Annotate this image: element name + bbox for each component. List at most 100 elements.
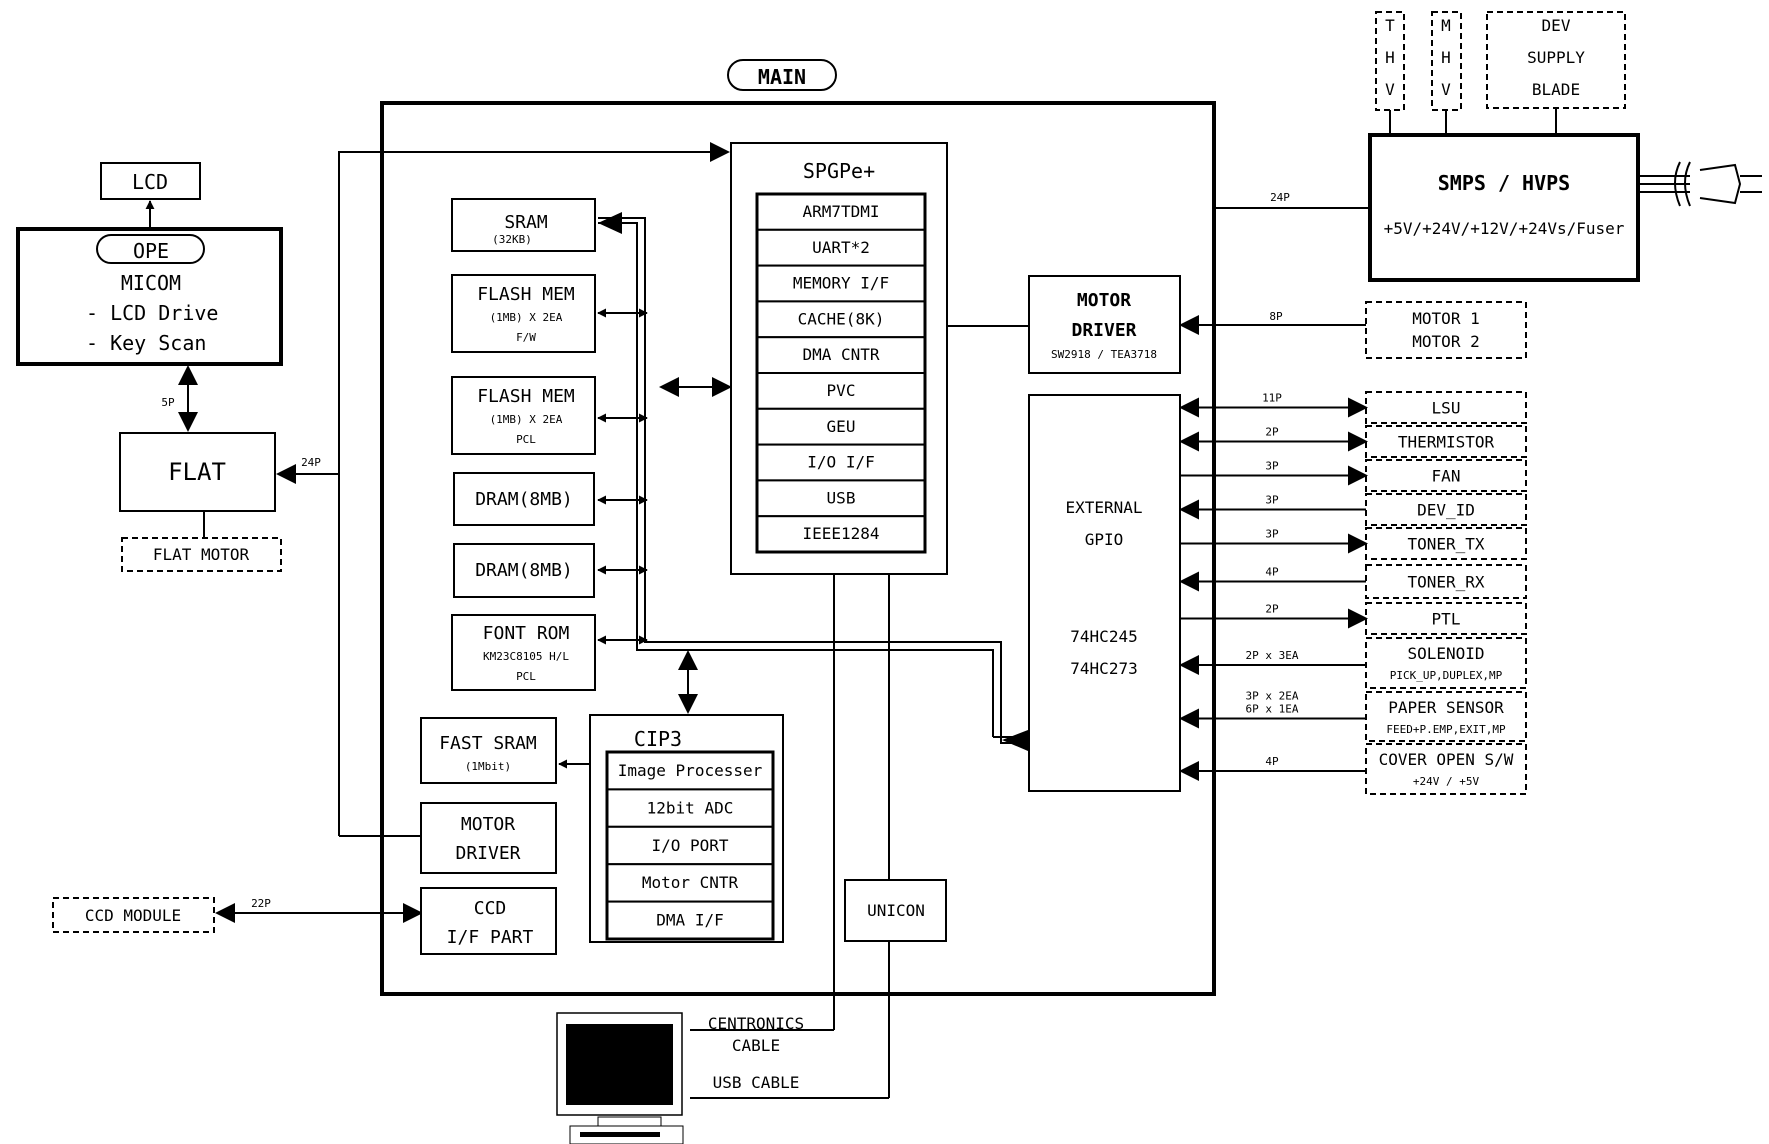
- peripheral-pin: 4P: [1265, 566, 1279, 579]
- svg-text:MOTOR 2: MOTOR 2: [1412, 332, 1479, 351]
- svg-text:DRIVER: DRIVER: [455, 843, 520, 864]
- peripheral-label: SOLENOID: [1407, 644, 1484, 663]
- motor-driver-left-box: MOTOR DRIVER: [420, 802, 557, 874]
- main-title-text: MAIN: [758, 65, 806, 89]
- spgpe-item-label: GEU: [827, 417, 856, 436]
- centronics-cable-label-1: CENTRONICS: [708, 1014, 804, 1033]
- fast-sram-box: FAST SRAM (1Mbit): [420, 717, 557, 784]
- centronics-cable-label-2: CABLE: [732, 1036, 780, 1055]
- spgpe-item-box: [756, 407, 926, 446]
- svg-text:(1MB) X 2EA: (1MB) X 2EA: [490, 311, 563, 324]
- svg-text:SW2918 / TEA3718: SW2918 / TEA3718: [1051, 348, 1157, 361]
- spgpe-item-label: IEEE1284: [802, 524, 879, 543]
- svg-text:UNICON: UNICON: [867, 901, 925, 920]
- peripheral-pin: 2P x 3EA: [1246, 649, 1299, 662]
- pin-motors: 8P: [1269, 310, 1283, 323]
- computer-icon: [556, 1012, 684, 1144]
- motor-driver-right-box: MOTOR DRIVER SW2918 / TEA3718: [1028, 275, 1181, 374]
- mhv-box: M H V: [1431, 11, 1462, 111]
- svg-text:FONT ROM: FONT ROM: [483, 623, 570, 644]
- svg-text:EXTERNAL: EXTERNAL: [1065, 498, 1142, 517]
- spgpe-item-label: I/O I/F: [807, 453, 874, 472]
- svg-text:FLASH MEM: FLASH MEM: [477, 284, 575, 305]
- svg-text:MICOM: MICOM: [121, 271, 181, 295]
- peripheral-pin: 4P: [1265, 755, 1279, 768]
- peripheral-pin: 3P x 2EA: [1246, 690, 1299, 703]
- thv-box: T H V: [1375, 11, 1405, 111]
- peripheral-pin: 2P: [1265, 603, 1279, 616]
- svg-text:V: V: [1385, 80, 1395, 99]
- peripheral-box: [1365, 743, 1527, 795]
- peripheral-box: [1365, 602, 1527, 635]
- peripheral-label: FAN: [1432, 467, 1461, 486]
- peripheral-box: [1365, 459, 1527, 492]
- svg-text:FLASH MEM: FLASH MEM: [477, 386, 575, 407]
- font-rom-box: FONT ROM KM23C8105 H/L PCL: [451, 614, 596, 691]
- peripheral-sublabel: FEED+P.EMP,EXIT,MP: [1386, 723, 1506, 736]
- spgpe-item-label: DMA CNTR: [802, 345, 879, 364]
- svg-text:- LCD Drive: - LCD Drive: [86, 301, 218, 325]
- ccd-if-box: CCD I/F PART: [420, 887, 557, 955]
- svg-text:GPIO: GPIO: [1085, 530, 1124, 549]
- peripheral-box: [1365, 493, 1527, 526]
- peripheral-box: [1365, 527, 1527, 560]
- peripheral-pin: 2P: [1265, 426, 1279, 439]
- svg-text:FLAT MOTOR: FLAT MOTOR: [153, 545, 250, 564]
- svg-text:DRAM(8MB): DRAM(8MB): [475, 560, 573, 581]
- unicon-box: UNICON: [844, 879, 947, 942]
- spgpe-item-label: ARM7TDMI: [802, 202, 879, 221]
- svg-text:DRIVER: DRIVER: [1071, 320, 1136, 341]
- peripheral-pin-2: 6P x 1EA: [1246, 703, 1299, 716]
- dram-1-box: DRAM(8MB): [453, 472, 595, 526]
- svg-text:KM23C8105 H/L: KM23C8105 H/L: [483, 650, 569, 663]
- flash-mem-pcl-box: FLASH MEM (1MB) X 2EA PCL: [451, 376, 596, 455]
- svg-text:(1MB) X 2EA: (1MB) X 2EA: [490, 413, 563, 426]
- peripheral-label: PTL: [1432, 610, 1461, 629]
- svg-text:(1Mbit): (1Mbit): [465, 760, 511, 773]
- svg-text:T: T: [1385, 16, 1395, 35]
- peripheral-pin: 11P: [1262, 392, 1282, 405]
- bus-arrow-gpio: [1002, 730, 1028, 751]
- right-peripherals: LSU11PTHERMISTOR2PFAN3PDEV_ID3PTONER_TX3…: [1179, 391, 1527, 795]
- sram-box: SRAM (32KB): [451, 198, 596, 252]
- dev-supply-blade-box: DEV SUPPLY BLADE: [1486, 11, 1626, 109]
- svg-text:74HC245: 74HC245: [1070, 627, 1137, 646]
- svg-text:CCD: CCD: [474, 898, 507, 919]
- svg-text:M: M: [1441, 16, 1451, 35]
- cip3-item-label: DMA I/F: [656, 911, 723, 930]
- svg-text:SMPS / HVPS: SMPS / HVPS: [1438, 171, 1570, 195]
- svg-text:(32KB): (32KB): [492, 233, 532, 246]
- flat-box: FLAT: [119, 432, 276, 512]
- svg-text:FAST SRAM: FAST SRAM: [439, 733, 537, 754]
- svg-text:PCL: PCL: [516, 433, 536, 446]
- spgpe-items-frame: [755, 192, 927, 554]
- ope-label: OPE: [133, 239, 169, 263]
- svg-text:- Key Scan: - Key Scan: [86, 331, 206, 355]
- svg-text:CCD MODULE: CCD MODULE: [85, 906, 181, 925]
- motor-1-2-box: MOTOR 1 MOTOR 2: [1365, 301, 1527, 359]
- spgpe-item-label: USB: [827, 488, 856, 507]
- spgpe-item-label: PVC: [827, 381, 856, 400]
- spgpe-title: SPGPe+: [803, 159, 875, 183]
- peripheral-label: COVER OPEN S/W: [1379, 750, 1514, 769]
- peripheral-sublabel: +24V / +5V: [1413, 775, 1480, 788]
- smps-hvps-box: SMPS / HVPS +5V/+24V/+12V/+24Vs/Fuser: [1368, 133, 1640, 282]
- spgpe-item-label: CACHE(8K): [798, 309, 885, 328]
- svg-text:V: V: [1441, 80, 1451, 99]
- svg-text:LCD: LCD: [132, 170, 168, 194]
- svg-text:F/W: F/W: [516, 331, 536, 344]
- cip3-item-label: I/O PORT: [651, 836, 728, 855]
- spgpe-item-label: MEMORY I/F: [793, 274, 889, 293]
- flat-motor-box: FLAT MOTOR: [121, 537, 282, 572]
- cip3-title: CIP3: [634, 727, 682, 751]
- cip3-items-frame: [605, 750, 775, 941]
- spgpe-item-box: [756, 372, 926, 410]
- peripheral-box: [1365, 425, 1527, 458]
- usb-cable-label: USB CABLE: [713, 1073, 800, 1092]
- peripheral-box: [1365, 637, 1527, 689]
- ccd-module-box: CCD MODULE: [52, 897, 215, 933]
- ope-micom-box: OPE MICOM - LCD Drive - Key Scan: [16, 227, 283, 366]
- peripheral-pin: 3P: [1265, 528, 1279, 541]
